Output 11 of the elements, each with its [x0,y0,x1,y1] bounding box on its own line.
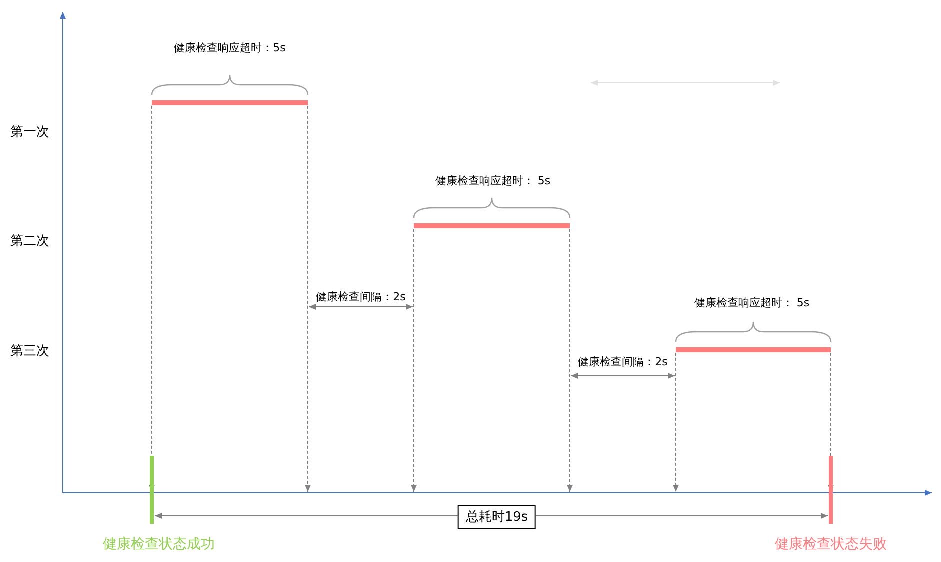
timeout-label: 健康检查响应超时：5s [174,41,286,55]
status-label: 健康检查状态成功 [103,536,215,554]
timeout-label: 健康检查响应超时： 5s [694,296,810,310]
status-label: 健康检查状态失败 [775,536,887,554]
interval-label: 健康检查间隔：2s [316,290,406,304]
timeout-label: 健康检查响应超时： 5s [435,174,551,188]
attempt-label: 第三次 [10,344,50,360]
interval-label: 健康检查间隔：2s [578,355,668,369]
attempt-label: 第二次 [10,234,50,250]
total-time-box: 总耗时19s [458,505,536,529]
attempt-label: 第一次 [10,125,50,141]
